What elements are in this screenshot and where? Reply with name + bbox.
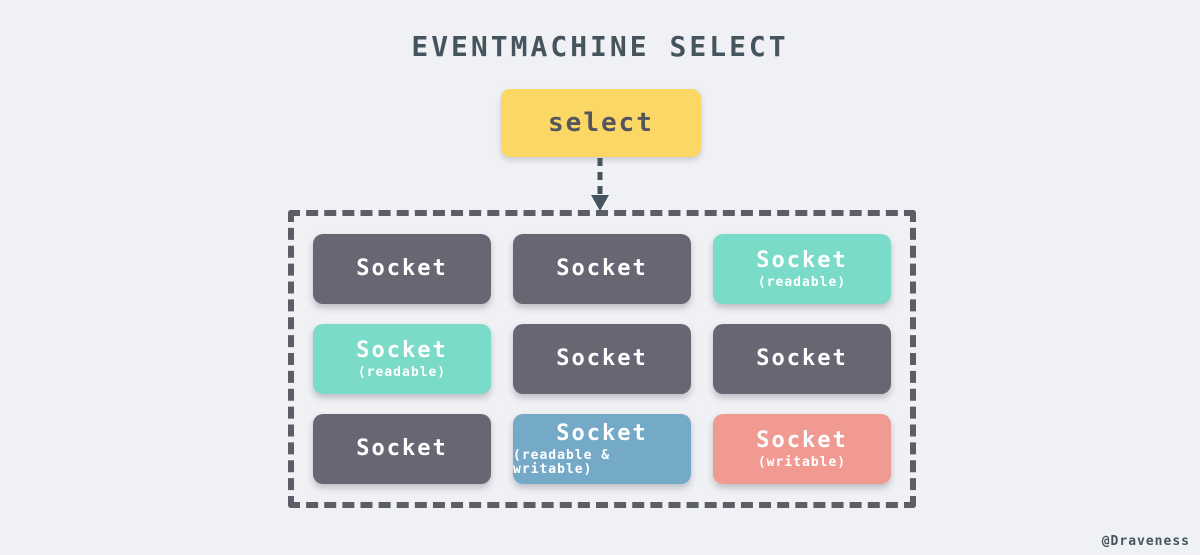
- arrow-down-icon: [591, 158, 609, 211]
- socket-label: Socket: [756, 427, 848, 453]
- socket-label: Socket: [756, 346, 848, 372]
- socket-label: Socket: [556, 420, 648, 446]
- socket-box: Socket: [313, 414, 491, 484]
- socket-box: Socket (readable & writable): [513, 414, 691, 484]
- socket-sublabel: (writable): [757, 455, 847, 470]
- socket-box: Socket (readable): [713, 234, 891, 304]
- socket-box: Socket (readable): [313, 324, 491, 394]
- sockets-container: Socket Socket Socket (readable) Socket (…: [288, 210, 916, 508]
- socket-sublabel: (readable): [357, 365, 447, 380]
- socket-label: Socket: [756, 247, 848, 273]
- socket-box: Socket (writable): [713, 414, 891, 484]
- socket-label: Socket: [556, 256, 648, 282]
- socket-box: Socket: [513, 234, 691, 304]
- socket-label: Socket: [556, 346, 648, 372]
- socket-box: Socket: [313, 234, 491, 304]
- page-title: EVENTMACHINE SELECT: [411, 30, 789, 63]
- socket-box: Socket: [713, 324, 891, 394]
- socket-box: Socket: [513, 324, 691, 394]
- select-node: select: [501, 89, 701, 157]
- socket-label: Socket: [356, 337, 448, 363]
- socket-label: Socket: [356, 256, 448, 282]
- watermark: @Draveness: [1101, 534, 1190, 549]
- socket-sublabel: (readable & writable): [513, 447, 611, 478]
- socket-sublabel: (readable): [757, 275, 847, 290]
- socket-label: Socket: [356, 436, 448, 462]
- select-node-label: select: [548, 108, 654, 138]
